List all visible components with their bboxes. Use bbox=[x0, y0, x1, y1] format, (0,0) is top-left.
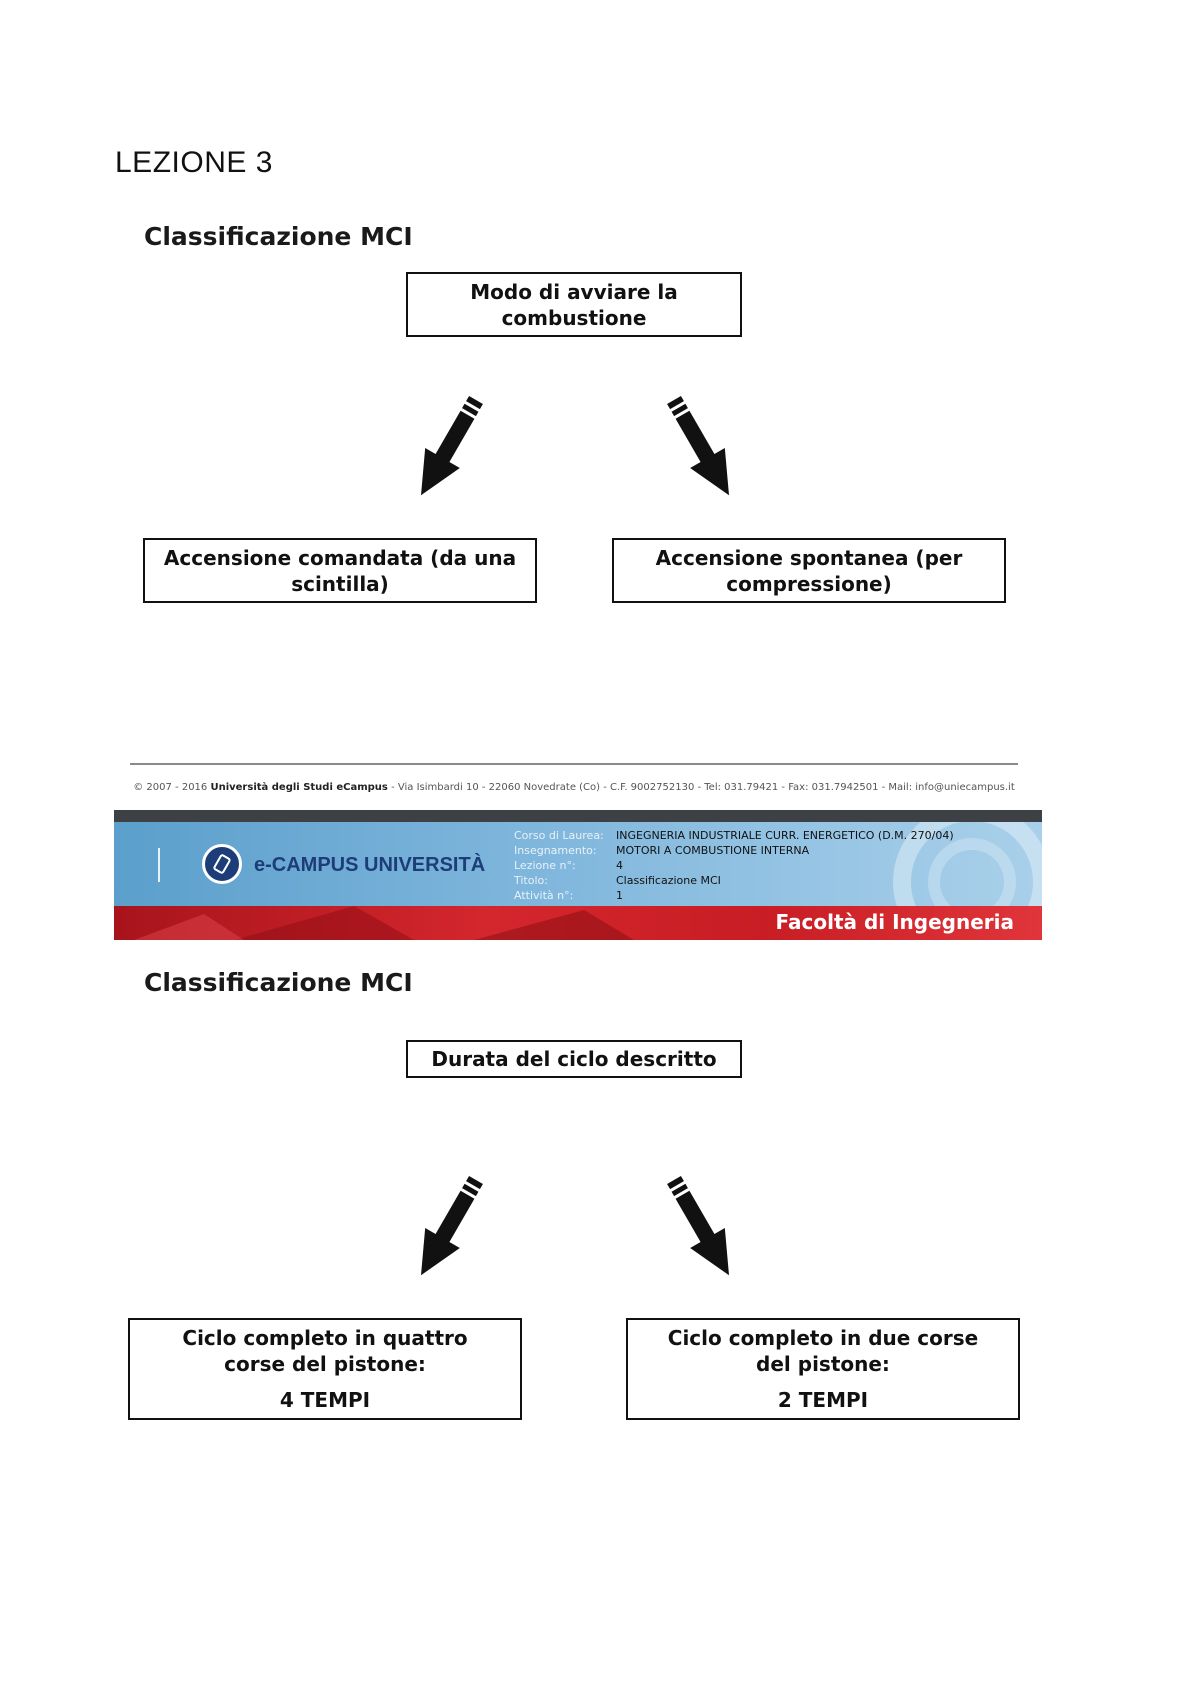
compression-ignition-text: Accensione spontanea (per compressione) bbox=[655, 545, 963, 596]
copyright-line: © 2007 - 2016 Università degli Studi eCa… bbox=[130, 782, 1018, 793]
arrow-down-left-icon bbox=[421, 395, 483, 496]
meta-row: Titolo: Classificazione MCI bbox=[514, 873, 954, 888]
header-red-area bbox=[114, 906, 1042, 940]
four-stroke-description: Ciclo completo in quattro corse del pist… bbox=[182, 1326, 468, 1376]
slide-title: Classificazione MCI bbox=[144, 222, 413, 251]
slide-title: Classificazione MCI bbox=[144, 968, 413, 997]
copyright-university: Università degli Studi eCampus bbox=[210, 782, 388, 793]
footer-divider bbox=[130, 763, 1018, 765]
copyright-contacts: - Via Isimbardi 10 - 22060 Novedrate (Co… bbox=[387, 782, 1015, 793]
meta-label: Lezione n°: bbox=[514, 859, 576, 872]
arrow-down-right-icon bbox=[667, 395, 729, 496]
meta-row: Insegnamento: MOTORI A COMBUSTIONE INTERN… bbox=[514, 843, 954, 858]
two-stroke-box: Ciclo completo in due corse del pistone:… bbox=[626, 1318, 1020, 1420]
ecampus-logo-text: e-CAMPUS UNIVERSITÀ bbox=[254, 854, 486, 876]
compression-ignition-box: Accensione spontanea (per compressione) bbox=[612, 538, 1006, 603]
header-top-bar bbox=[114, 810, 1042, 822]
ecampus-header-band: e-CAMPUS UNIVERSITÀ Corso di Laurea: INGE… bbox=[114, 810, 1042, 940]
arrow-down-right-icon bbox=[667, 1175, 729, 1276]
meta-row: Lezione n°: 4 bbox=[514, 858, 954, 873]
root-box-text: Durata del ciclo descritto bbox=[431, 1047, 717, 1071]
meta-value: 4 bbox=[616, 859, 623, 872]
header-separator bbox=[158, 848, 160, 882]
lesson-title: LEZIONE 3 bbox=[115, 146, 273, 179]
header-red-decoration-icon bbox=[134, 906, 634, 940]
meta-value: 1 bbox=[616, 889, 623, 902]
meta-label: Insegnamento: bbox=[514, 844, 597, 857]
two-stroke-description: Ciclo completo in due corse del pistone: bbox=[667, 1326, 979, 1376]
four-stroke-box: Ciclo completo in quattro corse del pist… bbox=[128, 1318, 522, 1420]
faculty-label: Facoltà di Ingegneria bbox=[775, 910, 1015, 934]
meta-value: INGEGNERIA INDUSTRIALE CURR. ENERGETICO … bbox=[616, 829, 954, 842]
copyright-text: © 2007 - 2016 bbox=[133, 782, 211, 793]
four-stroke-label: 4 TEMPI bbox=[279, 1388, 371, 1412]
header-blue-area bbox=[114, 822, 1042, 918]
header-decoration-icon bbox=[893, 822, 1042, 918]
meta-label: Corso di Laurea: bbox=[514, 829, 604, 842]
course-metadata: Corso di Laurea: INGEGNERIA INDUSTRIALE C… bbox=[514, 828, 954, 903]
root-box-text: Modo di avviare la combustione bbox=[470, 279, 678, 330]
spark-ignition-box: Accensione comandata (da una scintilla) bbox=[143, 538, 537, 603]
meta-value: Classificazione MCI bbox=[616, 874, 721, 887]
meta-label: Titolo: bbox=[514, 874, 548, 887]
root-box: Modo di avviare la combustione bbox=[406, 272, 742, 337]
meta-label: Attività n°: bbox=[514, 889, 574, 902]
spark-ignition-text: Accensione comandata (da una scintilla) bbox=[163, 545, 517, 596]
arrow-down-left-icon bbox=[421, 1175, 483, 1276]
meta-value: MOTORI A COMBUSTIONE INTERNA bbox=[616, 844, 810, 857]
meta-row: Corso di Laurea: INGEGNERIA INDUSTRIALE C… bbox=[514, 828, 954, 843]
two-stroke-label: 2 TEMPI bbox=[777, 1388, 869, 1412]
root-box: Durata del ciclo descritto bbox=[406, 1040, 742, 1078]
ecampus-logo-icon bbox=[202, 844, 242, 884]
meta-row: Attività n°: 1 bbox=[514, 888, 954, 903]
